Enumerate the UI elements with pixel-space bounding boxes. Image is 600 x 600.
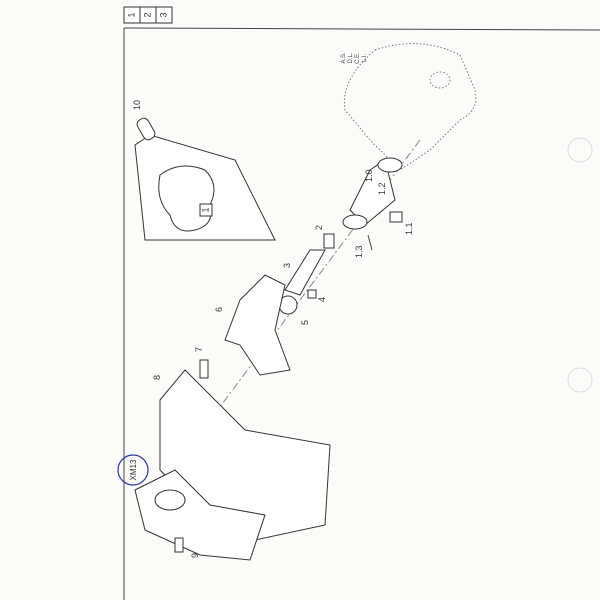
callout-5: 5	[300, 320, 310, 325]
sheet-tab-label: 3	[158, 12, 168, 17]
shaft-spline	[377, 157, 403, 173]
handwritten-circle	[117, 454, 149, 486]
callout-1-1: 1.1	[404, 222, 414, 235]
part-7-bolt	[199, 359, 209, 379]
callout-1-0: 1.0	[364, 169, 374, 182]
sheet-tabs: 1 2 3	[123, 6, 173, 24]
ref-code: D.L.	[348, 52, 354, 63]
callout-2: 2	[314, 225, 324, 230]
callout-7: 7	[194, 347, 204, 352]
part-2-screw	[323, 233, 335, 249]
sheet-tab-label: 2	[142, 12, 152, 17]
ref-code: L.I.	[362, 54, 368, 63]
callout-8: 8	[152, 375, 162, 380]
housing-bore	[429, 71, 451, 89]
gearbox-housing-phantom	[343, 43, 477, 171]
callout-3: 3	[282, 263, 292, 268]
part-6-bracket	[224, 274, 291, 376]
callout-1-2: 1.2	[377, 182, 387, 195]
ref-code: A.S.	[341, 52, 347, 64]
base-gear	[154, 489, 186, 511]
part-9-screw	[174, 537, 184, 553]
shaft-gear	[342, 214, 368, 230]
sheet-tab-label: 1	[126, 12, 136, 17]
callout-10: 10	[132, 100, 142, 110]
reference-codes: A.S. D.L. C.E. L.I.	[341, 52, 368, 64]
sheet-tab	[155, 6, 173, 24]
callout-9: 9	[190, 553, 200, 558]
callout-4: 4	[317, 297, 327, 302]
binder-hole	[567, 367, 593, 393]
binder-hole	[567, 137, 593, 163]
callout-1: 1	[200, 207, 210, 212]
frame-top-border	[123, 27, 600, 31]
part-1-3-pin	[367, 234, 373, 251]
part-4-nut	[307, 289, 317, 299]
callout-6: 6	[214, 307, 224, 312]
part-10-clip	[136, 117, 156, 141]
callout-1-3: 1.3	[354, 245, 364, 258]
ref-code: C.E.	[355, 52, 361, 64]
part-1-1-bushing	[389, 211, 403, 223]
circled-code: XM13	[129, 459, 138, 480]
part-3-sleeve	[284, 249, 326, 296]
callout-box-1	[199, 203, 213, 217]
